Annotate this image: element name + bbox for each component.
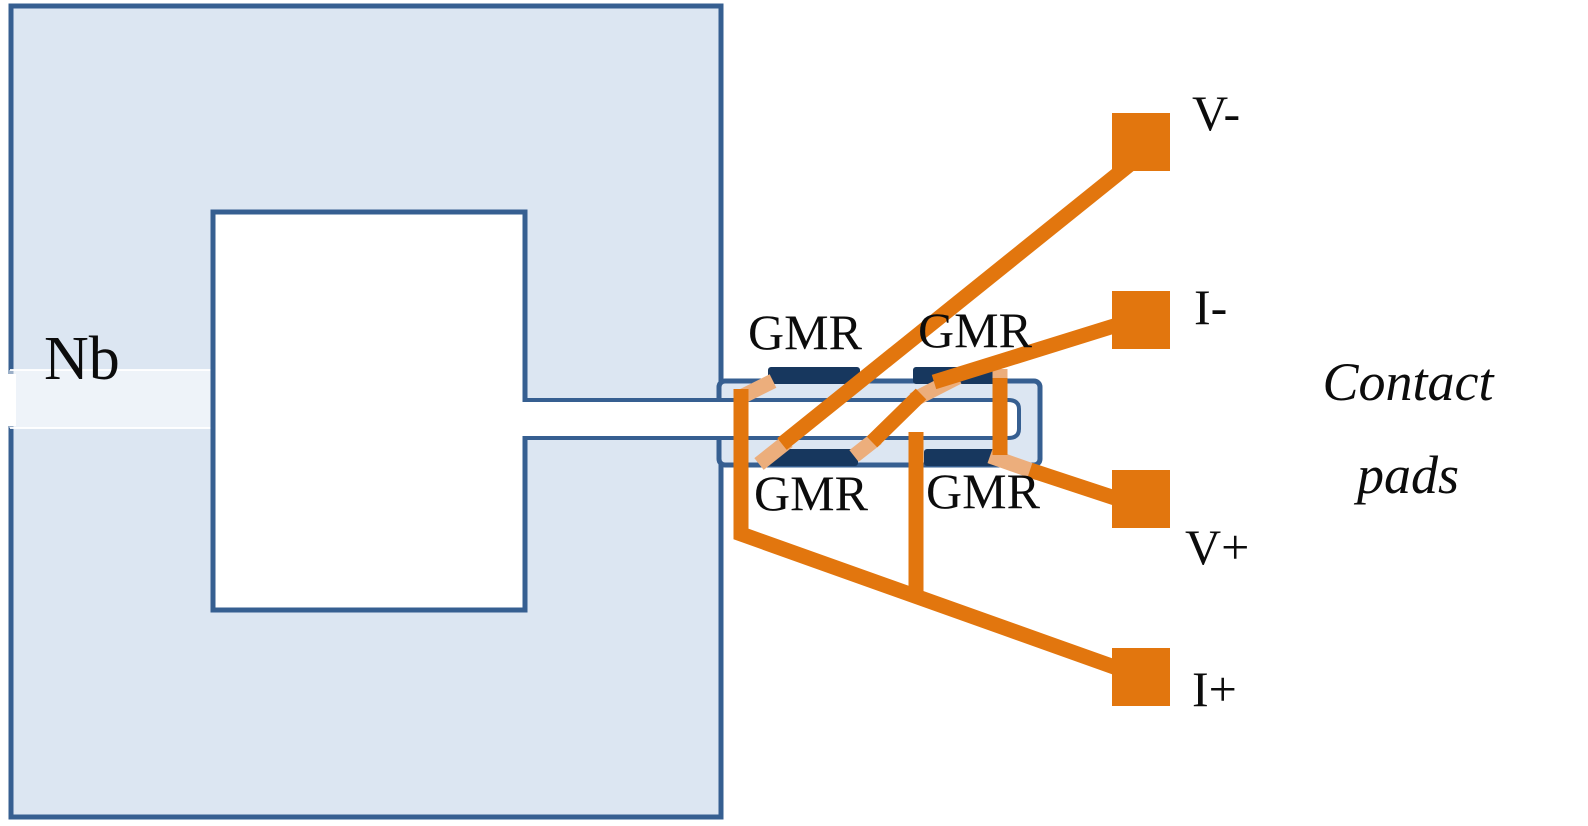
wire-iplus bbox=[733, 389, 1134, 681]
contact-pads-annotation: Contact pads bbox=[1288, 336, 1528, 522]
gmr-bar-top-left bbox=[768, 367, 860, 384]
pad-label-v-minus: V- bbox=[1192, 85, 1241, 141]
border-gap bbox=[4, 374, 16, 426]
pad-label-v-plus: V+ bbox=[1185, 519, 1250, 575]
slot-shadow-band bbox=[9, 370, 215, 428]
gmr-label-bottom-left: GMR bbox=[754, 465, 868, 521]
gmr-label-top-left: GMR bbox=[748, 304, 862, 360]
wire-vminus bbox=[777, 151, 1144, 450]
gmr-label-top-right: GMR bbox=[918, 302, 1032, 358]
slot-outline bbox=[716, 398, 1021, 440]
gmr-label-bottom-right: GMR bbox=[926, 463, 1040, 519]
nb-label: Nb bbox=[44, 325, 120, 393]
pad-i-plus bbox=[1112, 648, 1170, 706]
wire-iminus bbox=[931, 313, 1133, 390]
channel-fill bbox=[519, 402, 719, 436]
wire-cross-diagonal bbox=[866, 388, 927, 448]
pad-v-plus bbox=[1112, 470, 1170, 528]
pad-i-minus bbox=[1112, 291, 1170, 349]
contact-pads-line2: pads bbox=[1356, 444, 1459, 505]
contact-pads-line1: Contact bbox=[1322, 352, 1494, 412]
pad-label-i-minus: I- bbox=[1194, 279, 1228, 335]
pad-label-i-plus: I+ bbox=[1192, 661, 1237, 717]
etched-window bbox=[210, 209, 528, 613]
gmr-bar-bottom-left bbox=[768, 449, 858, 466]
gmr-bar-bottom-right bbox=[924, 449, 998, 466]
pad-v-minus bbox=[1112, 113, 1170, 171]
